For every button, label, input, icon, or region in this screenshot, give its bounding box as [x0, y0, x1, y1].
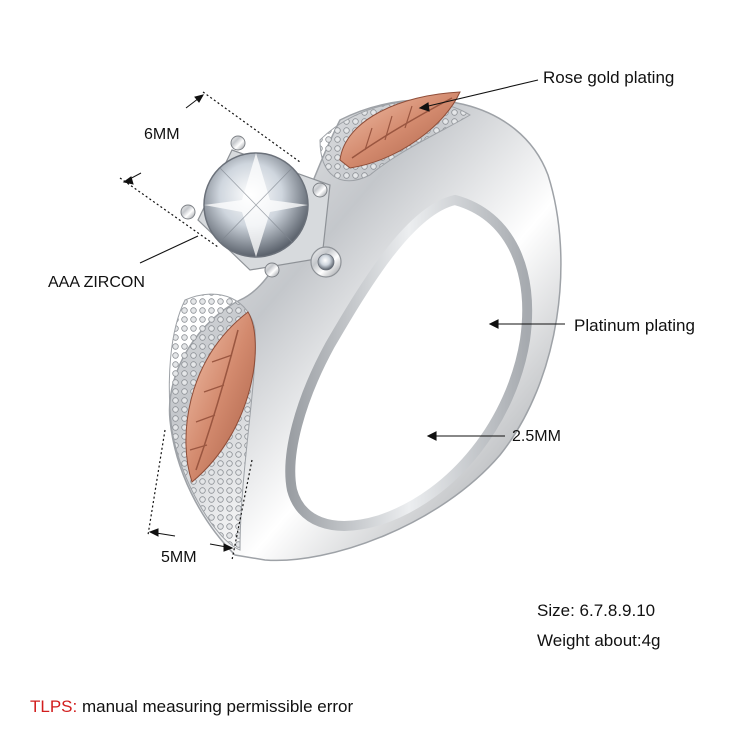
shank-width-label: 5MM — [161, 549, 197, 566]
platinum-label: Platinum plating — [574, 316, 695, 335]
shank-dimension-guide — [147, 429, 253, 561]
size-spec: Size: 6.7.8.9.10 — [537, 601, 656, 620]
stone-dimension-arrows — [122, 94, 205, 185]
zircon-stone — [203, 152, 309, 258]
rose-gold-leaf-lower — [185, 311, 256, 483]
tip-tag: TLPS: — [30, 697, 78, 716]
rose-gold-leaf-upper — [339, 91, 461, 169]
side-stone — [310, 246, 342, 278]
stone-size-label: 6MM — [144, 126, 180, 143]
stone-dimension-guide — [119, 91, 301, 248]
zircon-label: AAA ZIRCON — [48, 274, 145, 291]
weight-spec: Weight about:4g — [537, 631, 661, 650]
shank-dimension-arrows — [148, 528, 234, 552]
rose-gold-label: Rose gold plating — [543, 68, 675, 87]
tip-note: TLPS: manual measuring permissible error — [30, 697, 353, 717]
leader-lines — [139, 79, 565, 441]
band-width-label: 2.5MM — [512, 428, 561, 445]
tip-text: manual measuring permissible error — [77, 697, 354, 716]
